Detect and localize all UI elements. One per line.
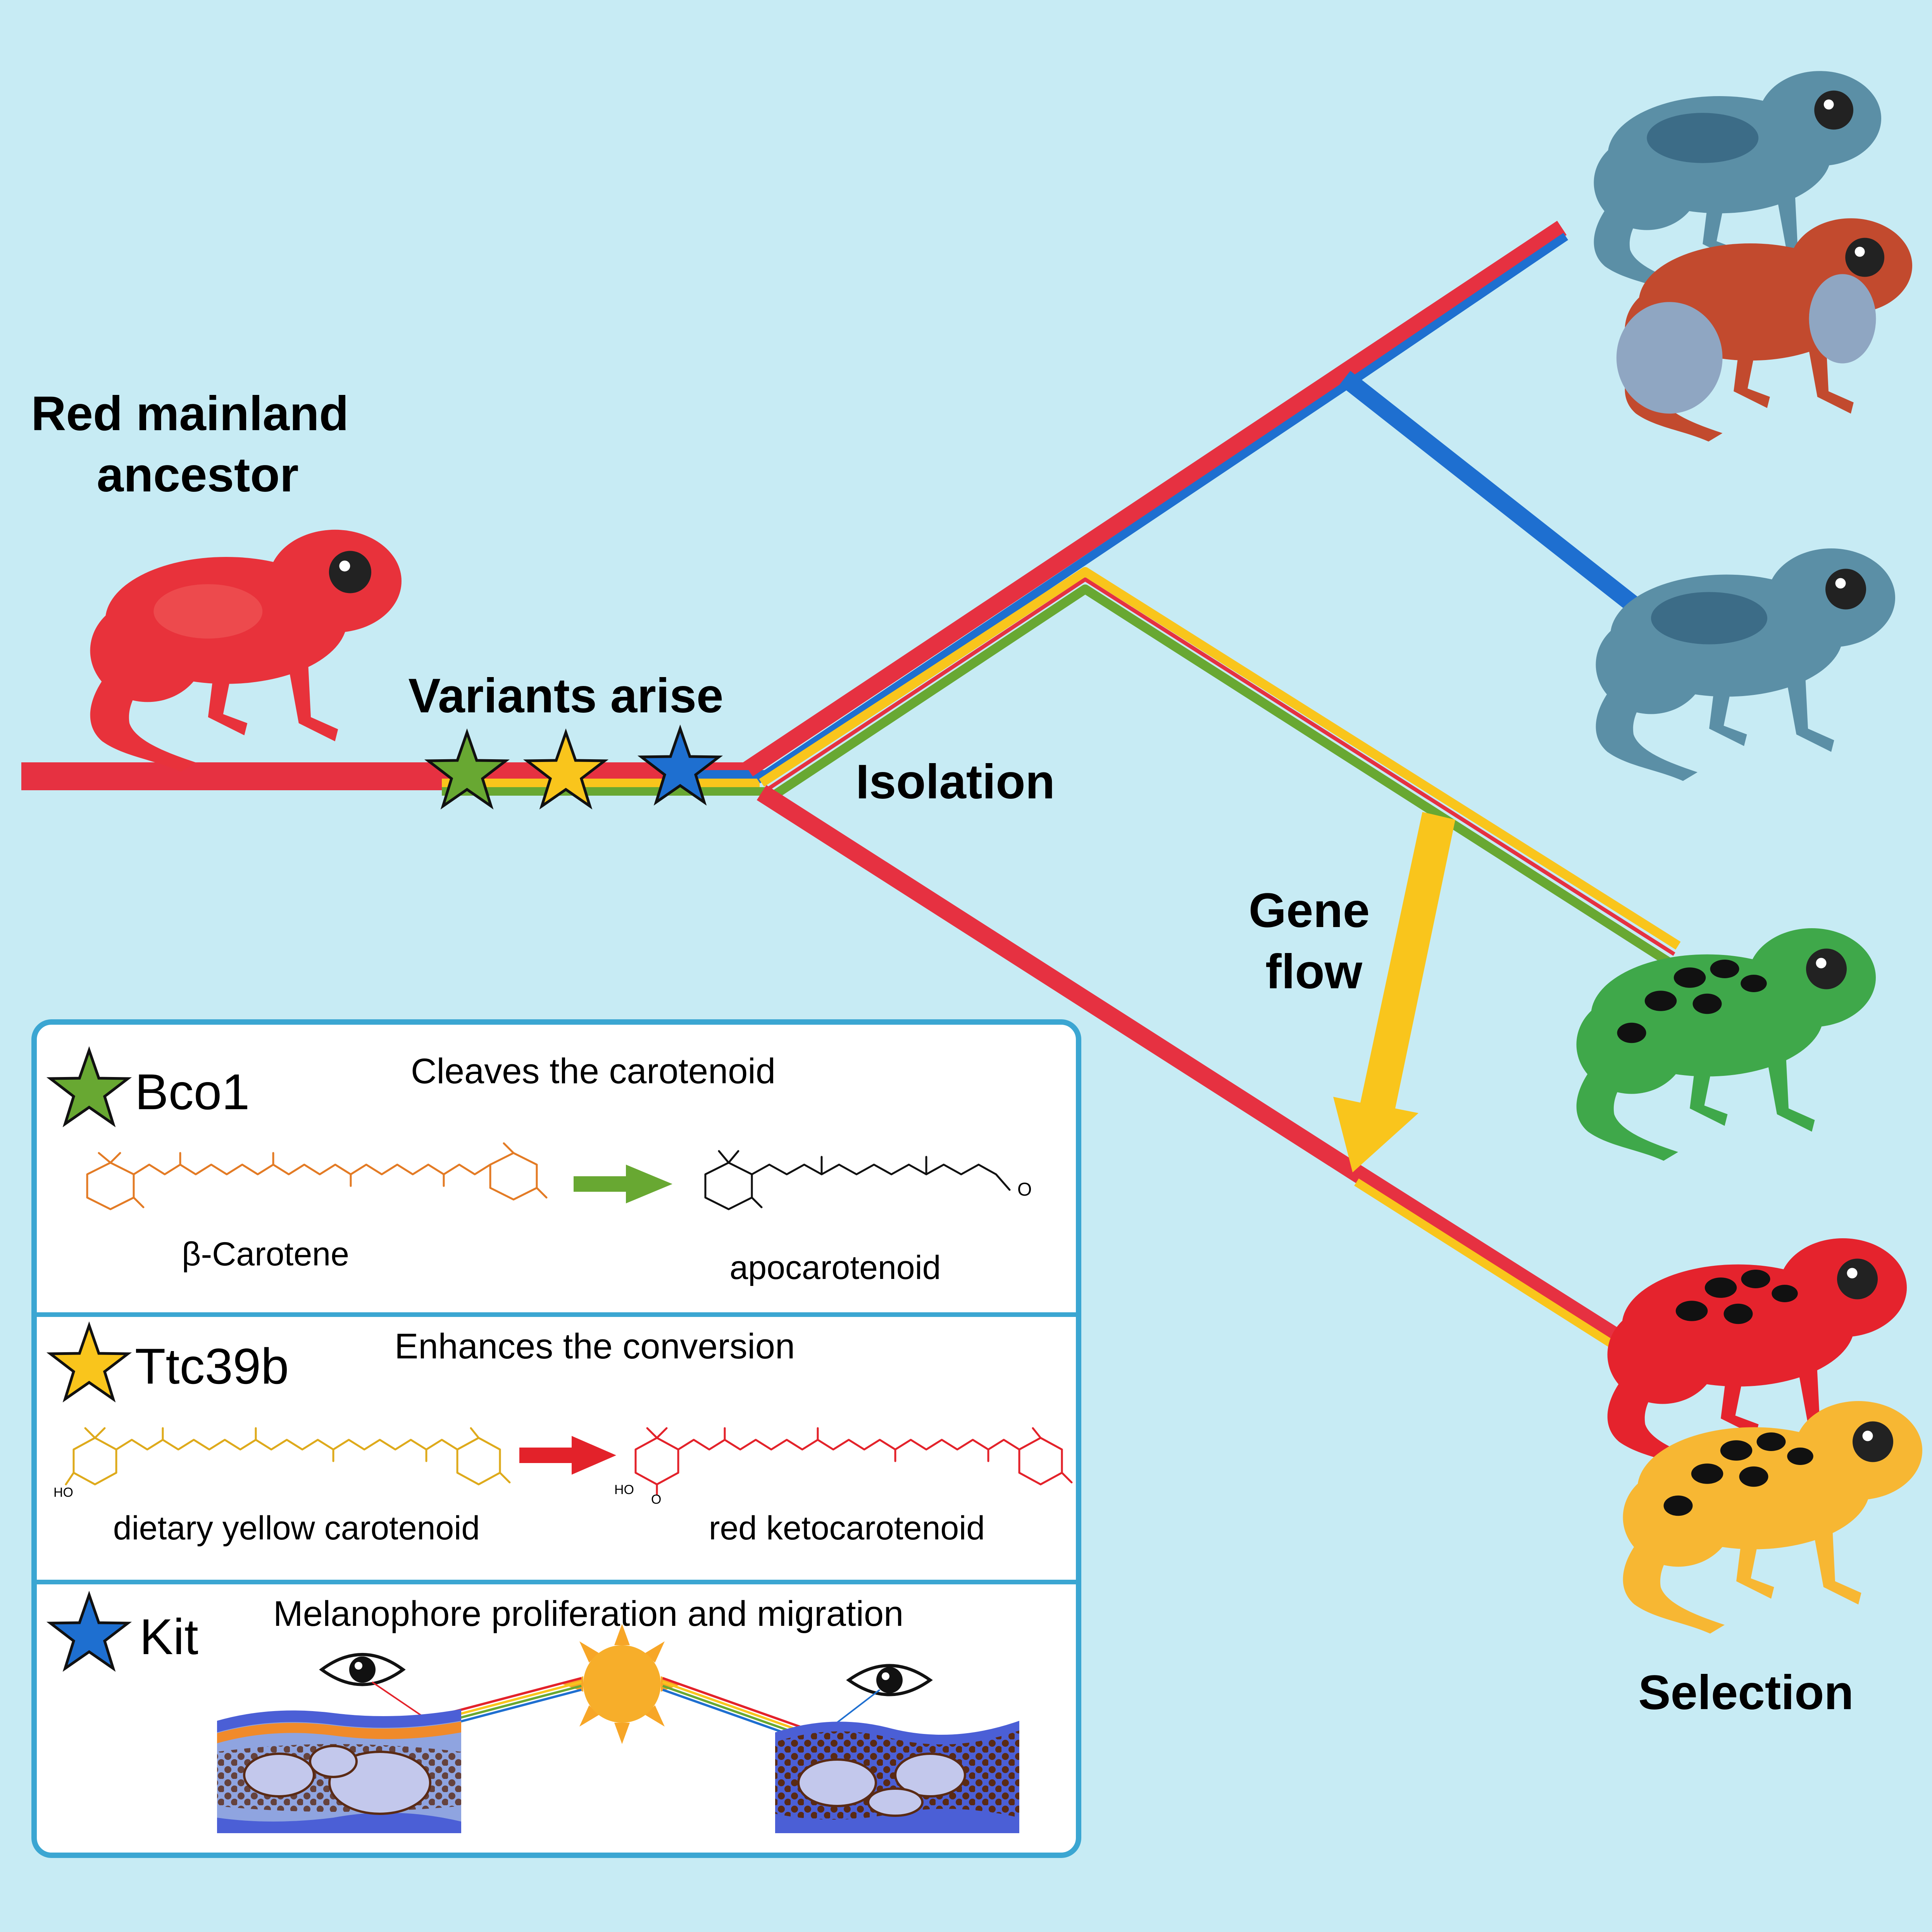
gene-legend-panel: Bco1 Cleaves the carotenoid β-Carotene bbox=[31, 1019, 1081, 1858]
legend-row-bco1: Bco1 Cleaves the carotenoid β-Carotene bbox=[50, 1050, 1032, 1286]
gene-description-bco1: Cleaves the carotenoid bbox=[411, 1051, 776, 1091]
oxo-atom-red: O bbox=[651, 1492, 661, 1507]
frog-blue-top bbox=[1594, 71, 1881, 295]
legend-row-kit: Kit Melanophore proliferation and migrat… bbox=[50, 1594, 1019, 1833]
frog-blue-mid bbox=[1596, 548, 1895, 781]
branch-green bbox=[759, 567, 1681, 950]
oxo-atom: O bbox=[1017, 1179, 1032, 1200]
frog-yellow-spotted bbox=[1623, 1401, 1922, 1634]
legend-row-ttc39b: Ttc39b Enhances the conversion HO dietar… bbox=[50, 1325, 1073, 1547]
product-red-ketocarotenoid: red ketocarotenoid bbox=[709, 1510, 985, 1547]
skin-cross-section-left bbox=[217, 1709, 461, 1833]
red-ketocarotenoid-structure bbox=[634, 1427, 1073, 1495]
substrate-beta-carotene: β-Carotene bbox=[182, 1236, 349, 1273]
isolation-label: Isolation bbox=[856, 755, 1055, 809]
arrow-icon-green bbox=[574, 1165, 672, 1203]
skin-cross-section-right bbox=[775, 1721, 1019, 1833]
selection-label: Selection bbox=[1638, 1666, 1854, 1720]
gene-flow-label-line2: flow bbox=[1265, 945, 1363, 999]
gene-name-kit: Kit bbox=[140, 1608, 198, 1665]
ancestor-label-line2: ancestor bbox=[97, 448, 298, 502]
hydroxyl-atom-red: HO bbox=[614, 1482, 634, 1497]
gene-flow-label-line1: Gene bbox=[1249, 884, 1370, 938]
variants-label: Variants arise bbox=[408, 669, 723, 723]
gene-name-ttc39b: Ttc39b bbox=[135, 1338, 289, 1394]
frog-red-ancestor bbox=[90, 529, 402, 772]
gene-description-kit: Melanophore proliferation and migration bbox=[273, 1594, 903, 1634]
gene-description-ttc39b: Enhances the conversion bbox=[395, 1327, 795, 1366]
eye-icon-left bbox=[319, 1653, 406, 1686]
arrow-icon-red bbox=[519, 1436, 616, 1475]
sun-icon bbox=[562, 1624, 682, 1744]
yellow-carotenoid-structure bbox=[65, 1427, 511, 1486]
beta-carotene-structure bbox=[86, 1142, 548, 1210]
frog-green-spotted bbox=[1576, 928, 1876, 1161]
product-apocarotenoid: apocarotenoid bbox=[729, 1249, 941, 1286]
branch-blue bbox=[1339, 371, 1659, 627]
substrate-yellow-carotenoid: dietary yellow carotenoid bbox=[113, 1510, 480, 1547]
ancestor-label-line1: Red mainland bbox=[31, 387, 349, 441]
frog-red-spotted bbox=[1607, 1238, 1907, 1471]
branch-upper bbox=[743, 221, 1567, 777]
eye-icon-right bbox=[846, 1664, 933, 1696]
hydroxyl-atom-yellow: HO bbox=[53, 1485, 73, 1500]
gene-name-bco1: Bco1 bbox=[135, 1063, 250, 1120]
gene-flow-arrow bbox=[1333, 812, 1455, 1172]
apocarotenoid-structure bbox=[704, 1150, 1011, 1210]
frog-red-blue bbox=[1616, 218, 1912, 442]
